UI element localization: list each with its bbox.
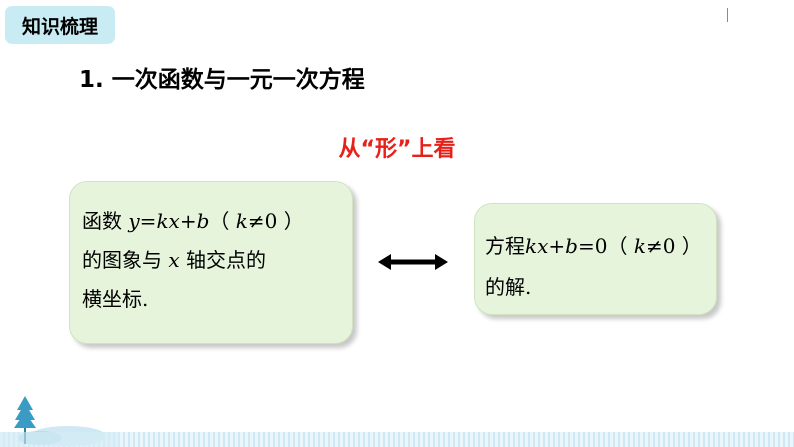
page-heading: 1. 一次函数与一元一次方程	[79, 67, 365, 93]
subtitle: 从“形”上看	[338, 137, 456, 162]
header-divider-mark	[727, 8, 728, 22]
footer-strip	[0, 432, 794, 447]
section-tag-label: 知识梳理	[21, 15, 98, 38]
double-arrow-icon	[378, 254, 448, 270]
function-line-2: 的图象与 x 轴交点的	[82, 248, 266, 272]
equation-description-box: 方程kx+b=0（ k≠0 ） 的解.	[474, 203, 717, 315]
equation-line-2: 的解.	[485, 275, 532, 299]
function-line-3: 横坐标.	[82, 287, 149, 311]
equation-line-1: 方程kx+b=0（ k≠0 ）	[485, 234, 702, 258]
function-description-box: 函数 y=kx+b（ k≠0 ） 的图象与 x 轴交点的 横坐标.	[69, 181, 353, 344]
function-line-1: 函数 y=kx+b（ k≠0 ）	[82, 209, 304, 233]
tree-landscape-icon	[0, 396, 120, 447]
section-tag: 知识梳理	[5, 6, 115, 44]
